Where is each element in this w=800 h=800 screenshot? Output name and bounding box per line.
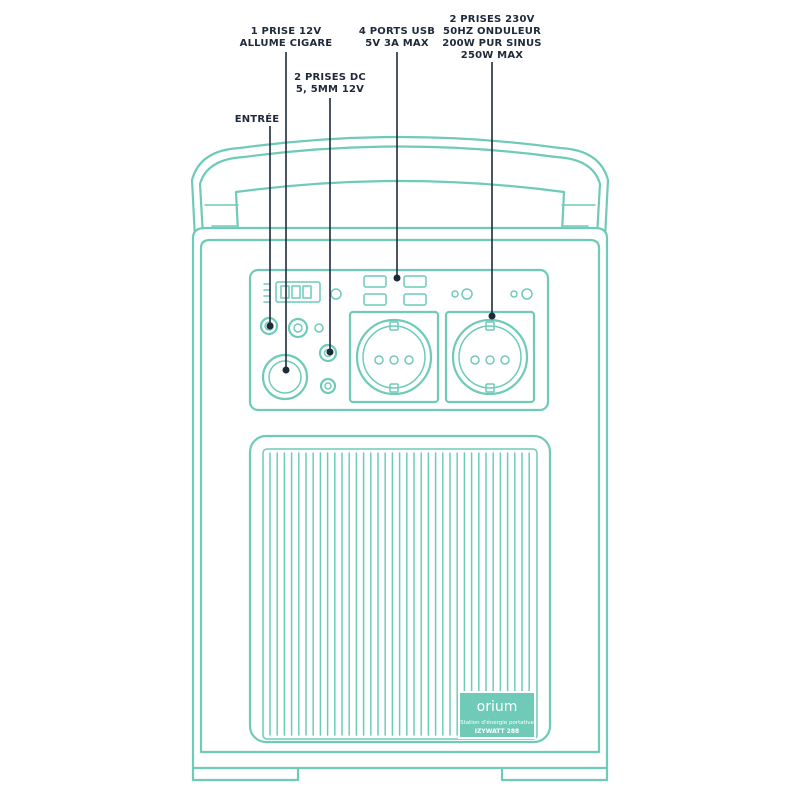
aux-port	[287, 317, 309, 339]
label-ac-line2: 50HZ ONDULEUR	[443, 26, 541, 37]
carry-handle	[190, 135, 610, 240]
label-car-socket-line2: ALLUME CIGARE	[240, 38, 333, 49]
ac-led-2	[510, 290, 518, 298]
usb-ports	[363, 275, 427, 306]
brand-model: IZYWATT 288	[475, 728, 519, 735]
dc-button	[314, 323, 324, 333]
car-socket-12v	[261, 353, 309, 401]
leader-lines	[266, 52, 496, 374]
label-usb-line1: 4 PORTS USB	[359, 26, 435, 37]
brand-subtitle: Station d'énergie portative	[460, 719, 534, 726]
label-car-socket-line1: 1 PRISE 12V	[251, 26, 322, 37]
ac-button-2	[521, 288, 533, 300]
vent-grille	[248, 434, 552, 744]
ac-outlet-2	[444, 310, 536, 404]
label-ac-line1: 2 PRISES 230V	[449, 14, 534, 25]
label-ac-line3: 200W PUR SINUS	[442, 38, 541, 49]
display-button	[330, 288, 342, 300]
dc-port-2	[319, 377, 337, 395]
label-usb-line2: 5V 3A MAX	[365, 38, 429, 49]
ac-outlet-1	[348, 310, 440, 404]
ac-led-1	[451, 290, 459, 298]
label-ac-line4: 250W MAX	[461, 50, 523, 61]
brand-logo: orium	[477, 699, 518, 715]
label-input: ENTRÉE	[235, 112, 280, 125]
brand-badge: orium Station d'énergie portative IZYWAT…	[458, 691, 536, 739]
lcd-display	[263, 281, 321, 303]
label-dc-line2: 5, 5MM 12V	[296, 84, 364, 95]
control-panel	[248, 268, 550, 412]
ac-button-1	[461, 288, 473, 300]
callout-labels: 1 PRISE 12V ALLUME CIGARE 4 PORTS USB 5V…	[235, 14, 542, 125]
label-dc-line1: 2 PRISES DC	[294, 72, 366, 83]
